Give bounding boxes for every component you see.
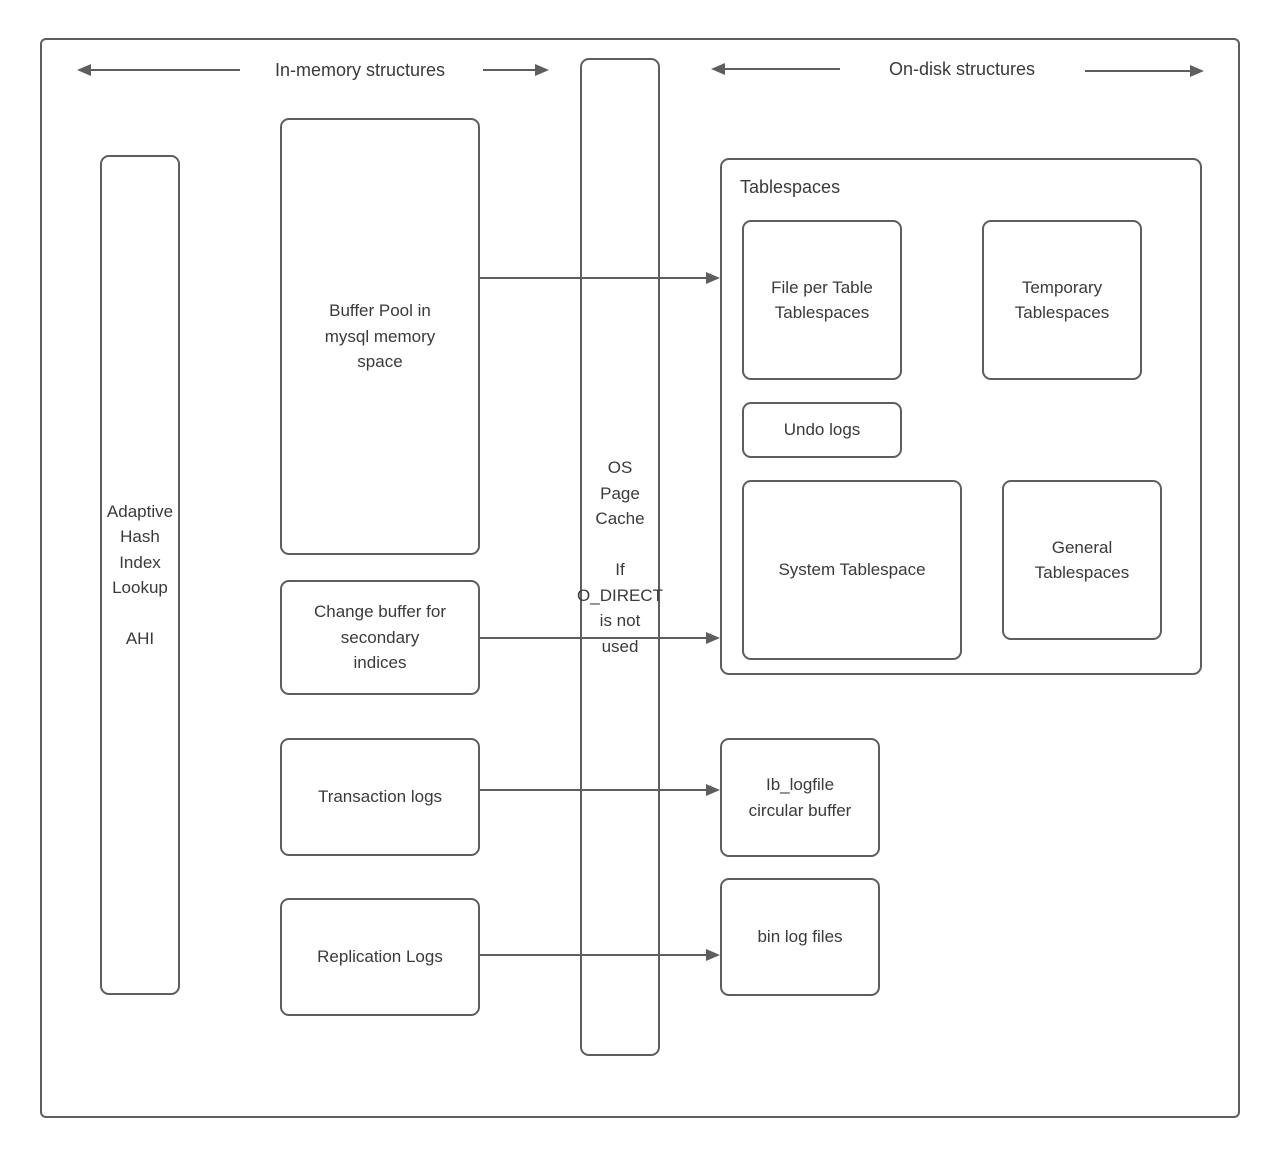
system-tablespace-label: System Tablespace (778, 560, 926, 580)
undo-logs-label: Undo logs (783, 420, 861, 440)
in-memory-left-arrow-icon (77, 64, 240, 76)
adaptive-hash-index-label: Adaptive Hash Index Lookup AHI (106, 501, 174, 649)
change-buffer-label: Change buffer for secondary indices (314, 602, 446, 673)
buffer-pool-label: Buffer Pool in mysql memory space (324, 301, 436, 372)
replication-logs-to-bin-log-arrow-icon (480, 949, 720, 961)
ib-logfile-label: Ib_logfile circular buffer (748, 775, 852, 820)
bin-log-files-label: bin log files (757, 927, 843, 947)
change-buffer-to-tablespaces-arrow-icon (480, 632, 720, 644)
on-disk-right-arrow-icon (1085, 65, 1204, 77)
adaptive-hash-index-node: Adaptive Hash Index Lookup AHI (100, 155, 180, 995)
replication-logs-node: Replication Logs (280, 898, 480, 1016)
buffer-pool-to-tablespaces-arrow-icon (480, 272, 720, 284)
general-tablespaces-node: General Tablespaces (1002, 480, 1162, 640)
ib-logfile-node: Ib_logfile circular buffer (720, 738, 880, 857)
in-memory-section-label: In-memory structures (274, 60, 446, 80)
in-memory-right-arrow-icon (483, 64, 549, 76)
transaction-logs-node: Transaction logs (280, 738, 480, 856)
transaction-logs-label: Transaction logs (317, 787, 443, 807)
os-page-cache-node: OS Page Cache If O_DIRECT is not used (577, 58, 663, 1056)
replication-logs-label: Replication Logs (317, 947, 443, 967)
os-page-cache-label: OS Page Cache If O_DIRECT is not used (577, 458, 663, 656)
transaction-logs-to-ib-logfile-arrow-icon (480, 784, 720, 796)
general-tablespaces-label: General Tablespaces (1034, 537, 1130, 583)
bin-log-files-node: bin log files (720, 878, 880, 996)
file-per-table-tablespaces-node: File per Table Tablespaces (742, 220, 902, 380)
tablespaces-title: Tablespaces (740, 177, 841, 197)
change-buffer-node: Change buffer for secondary indices (280, 580, 480, 695)
on-disk-section-label: On-disk structures (888, 59, 1036, 79)
on-disk-left-arrow-icon (711, 63, 840, 75)
undo-logs-node: Undo logs (742, 402, 902, 458)
temporary-tablespaces-label: Temporary Tablespaces (1014, 277, 1110, 323)
tablespaces-container: Tablespaces File per Table Tablespaces T… (720, 158, 1202, 675)
system-tablespace-node: System Tablespace (742, 480, 962, 660)
file-per-table-tablespaces-label: File per Table Tablespaces (771, 277, 873, 323)
buffer-pool-node: Buffer Pool in mysql memory space (280, 118, 480, 555)
temporary-tablespaces-node: Temporary Tablespaces (982, 220, 1142, 380)
